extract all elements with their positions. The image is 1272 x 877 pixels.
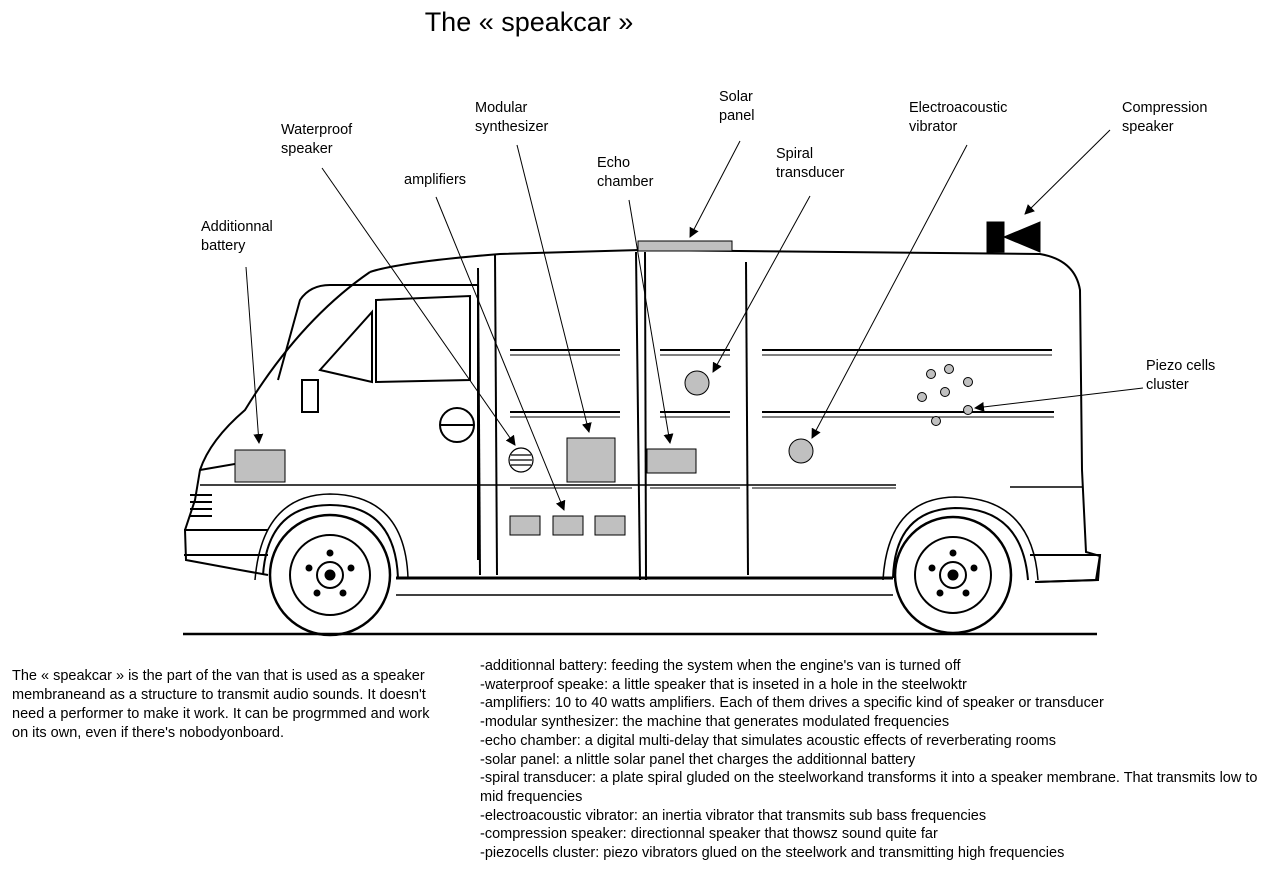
arrow-echo: [628, 199, 674, 444]
piezo-cell: [917, 392, 927, 402]
label-modular-synthesizer: Modular synthesizer: [475, 100, 549, 135]
piezo-cell: [926, 369, 936, 379]
legend-item: -modular synthesizer: the machine that g…: [480, 714, 950, 731]
van-body: [183, 248, 1102, 596]
solar-panel: [637, 240, 733, 252]
description-text: The « speakcar » is the part of the van …: [12, 668, 430, 741]
front-wheel: [268, 513, 392, 637]
arrow-battery: [245, 266, 264, 444]
legend-item: -waterproof speake: a little speaker tha…: [480, 676, 967, 693]
spiral-transducer: [684, 370, 710, 396]
synthesizer-box: [566, 437, 616, 483]
label-spiral-transducer: Spiral transducer: [776, 146, 845, 181]
label-amplifiers: amplifiers: [404, 172, 467, 188]
label-additional-battery: Additionnal battery: [201, 219, 273, 254]
label-waterproof-speaker: Waterproof speaker: [281, 122, 353, 157]
piezo-cell: [963, 377, 973, 387]
legend-item: -electroacoustic vibrator: an inertia vi…: [480, 807, 987, 824]
piezo-cell: [944, 364, 954, 374]
arrow-compression: [1024, 129, 1111, 215]
label-compression-speaker: Compression speaker: [1122, 100, 1208, 135]
legend-item: -amplifiers: 10 to 40 watts amplifiers. …: [480, 695, 1104, 712]
amplifier-box: [509, 515, 541, 536]
label-solar-panel: Solar panel: [719, 89, 755, 124]
waterproof-speaker: [508, 447, 534, 473]
arrow-piezo: [974, 387, 1144, 412]
electroacoustic-vibrator: [788, 438, 814, 464]
label-piezo-cells-cluster: Piezo cells cluster: [1146, 358, 1216, 393]
legend-item: -spiral transducer: a plate spiral glude…: [480, 770, 1258, 805]
arrow-solar: [689, 140, 741, 238]
arrow-amplifiers: [435, 196, 566, 511]
echo-chamber-box: [646, 448, 697, 474]
legend-item: -compression speaker: directionnal speak…: [480, 826, 938, 843]
legend-list: -additionnal battery: feeding the system…: [480, 657, 1270, 863]
amplifier-box: [552, 515, 584, 536]
legend-item: -solar panel: a nlittle solar panel thet…: [480, 751, 916, 768]
arrow-modular: [516, 144, 592, 433]
label-electroacoustic-vibrator: Electroacoustic vibrator: [909, 100, 1008, 135]
label-echo-chamber: Echo chamber: [597, 155, 654, 190]
compression-speaker: [986, 221, 1041, 253]
rear-wheel: [893, 515, 1013, 635]
arrow-spiral: [712, 195, 811, 373]
arrow-electro: [811, 144, 968, 439]
battery-box: [234, 449, 286, 483]
page-title: The « speakcar »: [424, 7, 634, 37]
amplifier-box: [594, 515, 626, 536]
piezo-cell: [940, 387, 950, 397]
legend-item: -piezocells cluster: piezo vibrators glu…: [480, 845, 1065, 862]
legend-item: -echo chamber: a digital multi-delay tha…: [480, 732, 1056, 749]
arrow-waterproof: [321, 167, 516, 446]
piezo-cell: [963, 405, 973, 415]
legend-item: -additionnal battery: feeding the system…: [480, 658, 961, 674]
piezo-cell: [931, 416, 941, 426]
